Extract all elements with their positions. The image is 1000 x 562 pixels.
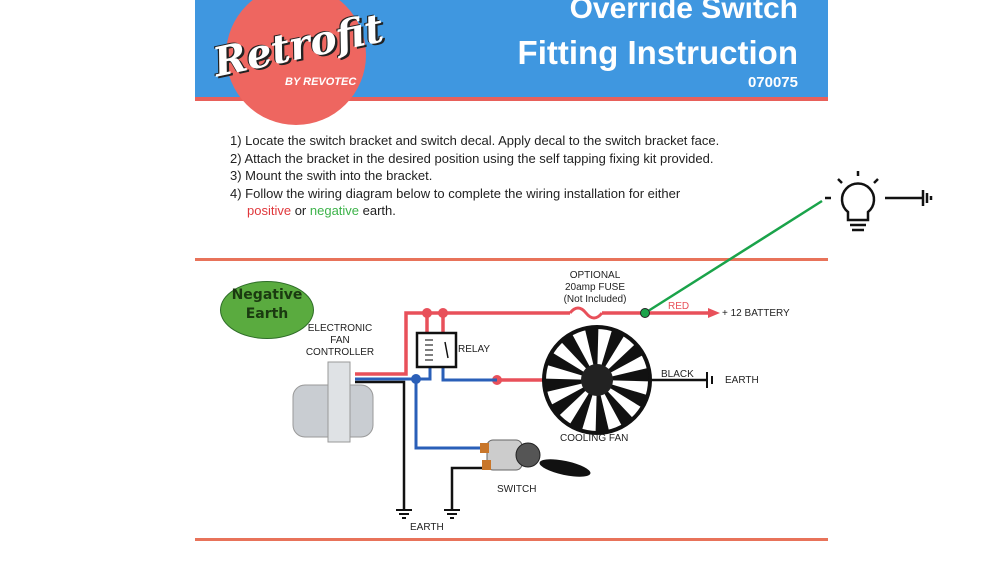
red-wire-label: RED [668, 301, 690, 312]
ground-icon [396, 372, 713, 519]
arrow-icon [708, 308, 720, 318]
earth-label-right: EARTH [725, 375, 759, 386]
negative-text: negative [309, 203, 360, 218]
step-4-text: 4) Follow the wiring diagram below to co… [230, 185, 681, 201]
relay-label: RELAY [458, 344, 491, 355]
step-4: 4) Follow the wiring diagram below to co… [230, 185, 790, 220]
fuse-label: OPTIONAL 20amp FUSE (Not Included) [563, 270, 627, 305]
switch-label: SWITCH [497, 484, 537, 495]
black-wire-label: BLACK [661, 369, 694, 380]
divider-bottom [195, 538, 828, 541]
or-text: or [291, 203, 310, 218]
controller-label: ELECTRONIC FAN CONTROLLER [305, 323, 375, 358]
toggle-switch-icon [480, 439, 591, 477]
step-3: 3) Mount the swith into the bracket. [230, 168, 433, 183]
earth-label-bottom: EARTH [410, 522, 444, 533]
light-bulb-icon [825, 171, 933, 232]
step-2: 2) Attach the bracket in the desired pos… [230, 150, 714, 166]
battery-label: + 12 BATTERY [722, 308, 790, 319]
junction-point [640, 308, 650, 318]
title-line2: Fitting Instruction [517, 34, 798, 71]
blue-wires [355, 368, 497, 450]
positive-text: positive [247, 203, 292, 218]
divider-top [195, 258, 828, 261]
cooling-fan-icon [542, 325, 652, 435]
black-wires [355, 378, 707, 510]
logo-circle [226, 0, 366, 125]
step-1: 1) Locate the switch bracket and switch … [230, 133, 720, 148]
cooling-fan-label: COOLING FAN [560, 433, 629, 444]
title-line1: Override Switch [569, 0, 798, 25]
red-wires [355, 311, 712, 382]
fuse-icon [568, 306, 604, 320]
relay-icon [415, 331, 458, 369]
instructions-list: 1) Locate the switch bracket and switch … [230, 132, 790, 220]
part-number: 070075 [747, 74, 798, 91]
earth-suffix-text: earth. [359, 203, 396, 218]
logo-subtext: BY REVOTEC [285, 76, 357, 88]
green-wire [644, 199, 823, 315]
